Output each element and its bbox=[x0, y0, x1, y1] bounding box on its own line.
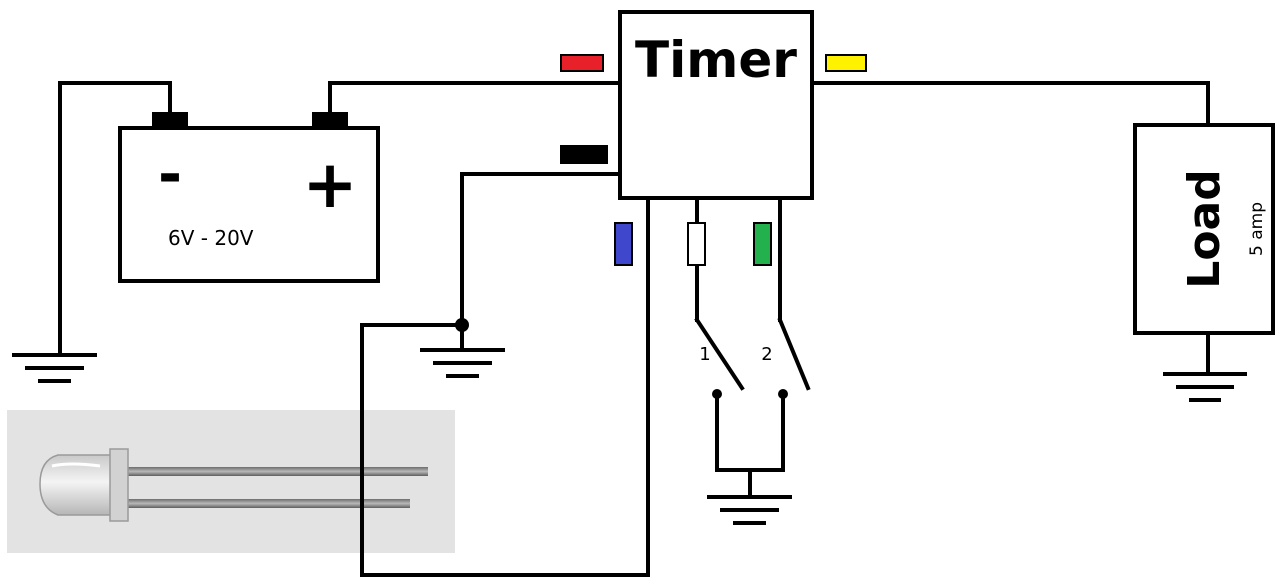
switch-1-contact bbox=[712, 389, 722, 399]
switch-2-label: 2 bbox=[761, 344, 772, 365]
load-label: Load bbox=[1179, 169, 1230, 288]
load: Load 5 amp bbox=[1133, 123, 1275, 335]
led-lead-long bbox=[128, 467, 428, 476]
battery-voltage-label: 6V - 20V bbox=[168, 226, 254, 250]
wire-ground-to-battery-minus bbox=[58, 81, 172, 357]
battery-body bbox=[118, 126, 380, 283]
switch-2-contact bbox=[778, 389, 788, 399]
wire-color-tags bbox=[560, 54, 867, 266]
timer: Timer bbox=[618, 10, 814, 200]
ground-symbol-icon bbox=[707, 495, 792, 525]
timer-body bbox=[618, 10, 814, 200]
led-photo bbox=[7, 410, 455, 553]
wire-tag-red bbox=[560, 54, 604, 72]
led-highlight bbox=[51, 462, 101, 468]
wire-tag-black bbox=[560, 145, 608, 164]
junction-dot-icon bbox=[455, 318, 469, 332]
ground-symbol-icon bbox=[420, 348, 505, 378]
led-lead-short bbox=[128, 499, 410, 508]
timer-label: Timer bbox=[635, 31, 797, 89]
wire-led-loop bbox=[360, 198, 650, 577]
battery: - + 6V - 20V bbox=[118, 112, 380, 283]
wire-tag-white bbox=[687, 222, 706, 266]
load-body bbox=[1133, 123, 1275, 335]
battery-terminal-plus bbox=[312, 112, 348, 128]
wire-battery-plus-to-timer bbox=[328, 81, 622, 117]
wire-timer-black-to-ground bbox=[460, 172, 622, 327]
wire-switch-bottoms bbox=[715, 390, 785, 472]
wire-tag-blue bbox=[614, 222, 633, 266]
wire-tag-green bbox=[753, 222, 772, 266]
battery-terminal-minus bbox=[152, 112, 188, 128]
switch-2-blade bbox=[777, 317, 811, 391]
battery-plus-sign: + bbox=[302, 146, 357, 223]
switch-1-blade bbox=[694, 317, 745, 391]
battery-minus-sign: - bbox=[158, 140, 182, 208]
led-flange bbox=[109, 448, 129, 522]
wire-timer-to-load bbox=[810, 81, 1210, 127]
ground-symbol-icon bbox=[12, 353, 97, 383]
wire-tag-yellow bbox=[825, 54, 867, 72]
led-lens bbox=[39, 454, 119, 516]
ground-symbol-icon bbox=[1163, 372, 1247, 402]
wires bbox=[58, 81, 1210, 577]
load-rating: 5 amp bbox=[1247, 202, 1267, 256]
switch-1-label: 1 bbox=[699, 344, 710, 365]
